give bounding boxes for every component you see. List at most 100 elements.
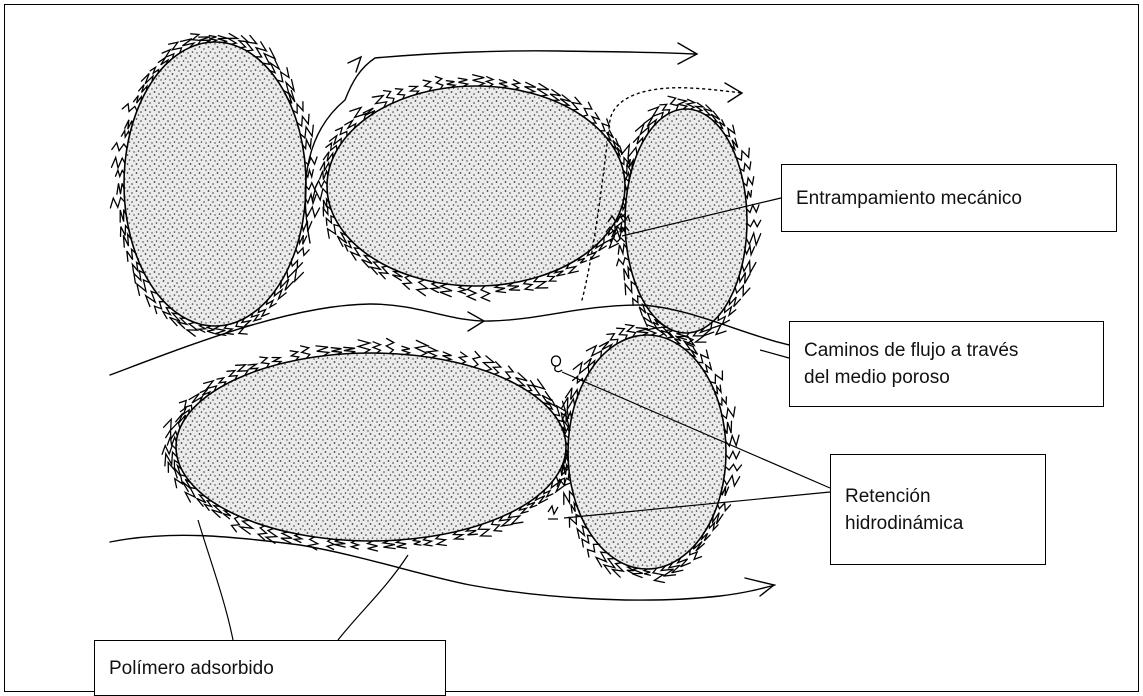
- polymer-strand: [232, 516, 240, 531]
- polymer-strand: [320, 162, 329, 171]
- polymer-strand: [384, 91, 394, 104]
- polymer-strand: [351, 248, 360, 260]
- polymer-strand: [281, 532, 292, 543]
- polymer-strand: [236, 365, 248, 376]
- polymer-strand: [459, 286, 466, 294]
- polymer-strand: [704, 105, 713, 115]
- polymer-strand: [726, 435, 739, 446]
- polymer-strand: [613, 563, 624, 577]
- polymer-strand: [582, 535, 592, 547]
- polymer-strand: [424, 537, 433, 546]
- polymer-strand: [150, 67, 158, 73]
- polymer-strand: [423, 80, 432, 91]
- polymer-strand: [544, 490, 553, 497]
- polymer-strand: [165, 452, 177, 466]
- polymer-strand: [267, 300, 277, 307]
- polymer-strand: [743, 177, 753, 186]
- polymer-strand: [199, 325, 206, 332]
- polymer-strand: [478, 524, 491, 536]
- polymer-strand: [373, 342, 380, 353]
- polymer-strand: [592, 113, 600, 124]
- polymer-strand: [383, 541, 395, 549]
- polymer-strand: [415, 340, 427, 356]
- polymer-strand: [417, 280, 427, 296]
- polymer-strand: [112, 143, 127, 151]
- polymer-strand: [402, 346, 410, 354]
- polymer-strand: [297, 114, 309, 126]
- polymer-strand: [277, 68, 289, 82]
- label-hydrodynamic-retention: Retención hidrodinámica: [830, 454, 1046, 565]
- polymer-strand: [577, 526, 587, 538]
- polymer-strand: [740, 162, 751, 171]
- label-adsorbed-polymer: Polímero adsorbido: [94, 640, 446, 696]
- polymer-strand: [572, 97, 581, 110]
- polymer-strand: [246, 35, 257, 51]
- polymer-strand: [516, 373, 528, 386]
- polymer-strand: [725, 307, 736, 315]
- retained-polymer-upper: [552, 356, 563, 372]
- polymer-strand: [648, 107, 663, 119]
- polymer-strand: [458, 78, 467, 86]
- polymer-strand: [300, 125, 313, 138]
- label-flow-paths-line1: Caminos de flujo a través: [804, 337, 1018, 364]
- polymer-strand: [537, 84, 549, 96]
- polymer-strand: [678, 99, 687, 109]
- polymer-strand: [305, 157, 317, 165]
- label-mechanical-entrapment: Entrampamiento mecánico: [781, 164, 1117, 232]
- polymer-strand: [162, 50, 174, 59]
- polymer-strand: [632, 568, 643, 577]
- polymer-strand: [588, 544, 599, 557]
- polymer-strand: [122, 104, 137, 112]
- polymer-strand: [326, 143, 337, 150]
- leader-adsorbed-left: [198, 520, 233, 640]
- polymer-strand: [372, 96, 386, 108]
- polymer-strand: [562, 397, 575, 409]
- polymer-strand: [724, 476, 740, 486]
- polymer-strand: [290, 351, 299, 361]
- polymer-strand: [633, 296, 642, 305]
- polymer-strand: [293, 102, 303, 113]
- polymer-strand: [467, 286, 476, 300]
- polymer-strand: [636, 124, 649, 135]
- polymer-strand: [617, 328, 627, 339]
- polymer-strand: [625, 282, 636, 295]
- polymer-strand: [260, 357, 269, 368]
- polymer-strand: [386, 339, 394, 354]
- polymer-strand: [431, 282, 439, 292]
- polymer-strand: [668, 96, 678, 110]
- polymer-strand: [524, 280, 534, 290]
- flow-arrowhead-mid-top: [348, 57, 361, 72]
- polymer-strand: [493, 362, 501, 375]
- polymer-strand: [492, 520, 502, 531]
- polymer-strand: [484, 356, 494, 371]
- polymer-strand: [600, 119, 609, 131]
- sand-grain-2: [327, 86, 625, 286]
- polymer-strand: [169, 42, 182, 53]
- polymer-strand: [274, 290, 286, 299]
- polymer-strand: [726, 451, 740, 458]
- label-mechanical-entrapment-text: Entrampamiento mecánico: [796, 185, 1022, 212]
- polymer-strand: [180, 408, 189, 415]
- polymer-strand: [725, 464, 741, 470]
- polymer-strand: [166, 430, 178, 439]
- sand-grain-1: [124, 42, 306, 326]
- polymer-strand: [495, 285, 505, 293]
- polymer-strand: [486, 77, 493, 87]
- polymer-strand: [473, 351, 480, 367]
- polymer-strand: [525, 82, 536, 92]
- polymer-strand: [303, 139, 312, 149]
- polymer-strand: [436, 535, 447, 546]
- polymer-strand: [573, 363, 589, 374]
- polymer-strand: [134, 271, 144, 284]
- polymer-strand: [403, 276, 411, 290]
- polymer-strand: [334, 540, 345, 547]
- polymer-strand: [690, 550, 702, 559]
- polymer-strand: [116, 170, 125, 176]
- polymer-strand: [583, 102, 592, 116]
- polymer-strand: [499, 80, 507, 88]
- polymer-strand: [506, 366, 513, 379]
- polymer-strand: [636, 328, 648, 336]
- polymer-strand: [548, 273, 557, 281]
- polymer-strand: [548, 400, 555, 410]
- polymer-strand: [164, 419, 180, 430]
